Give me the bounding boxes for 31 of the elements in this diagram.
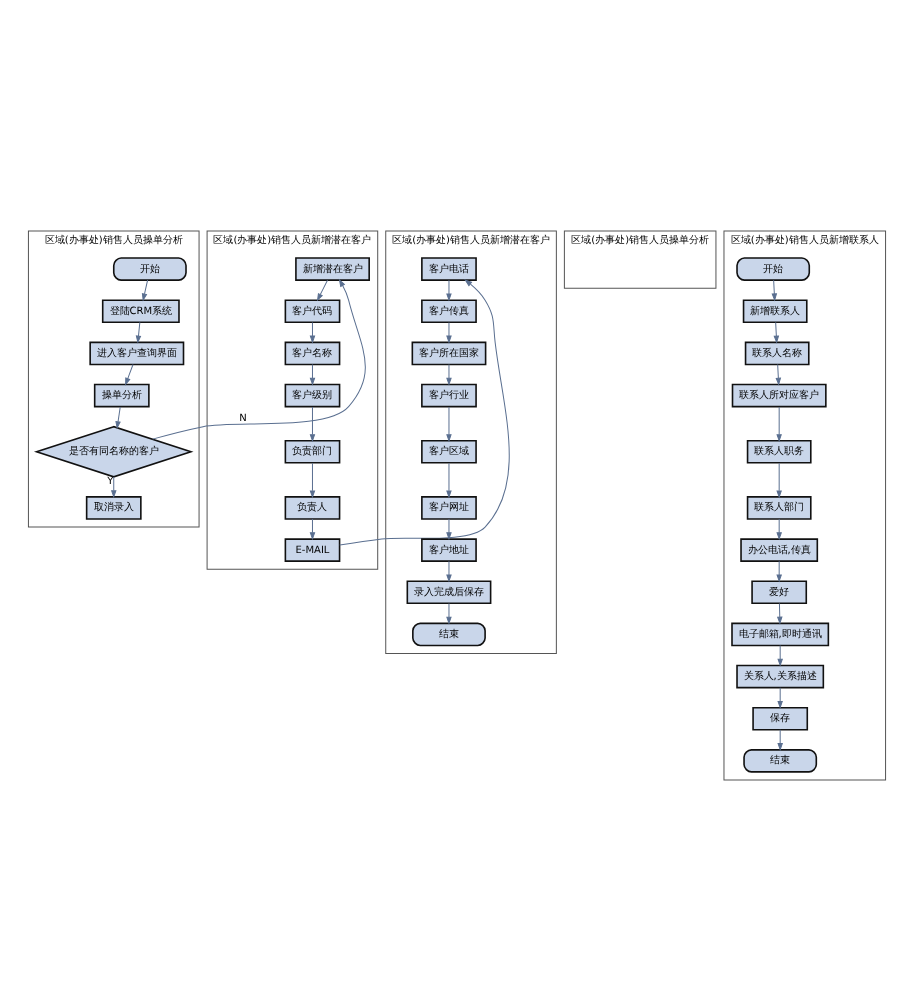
arrow	[777, 687, 783, 708]
arrow	[777, 729, 783, 751]
arrow	[125, 364, 134, 385]
arrow	[446, 364, 452, 385]
arrow	[317, 279, 328, 301]
arrow	[309, 462, 316, 498]
arrow	[446, 518, 452, 540]
arrow	[309, 321, 316, 343]
arrow	[771, 279, 777, 301]
arrow	[115, 406, 121, 429]
arrow	[309, 518, 316, 540]
arrow	[309, 406, 316, 442]
arrow	[446, 406, 452, 442]
arrow	[777, 602, 783, 624]
arrow	[776, 560, 782, 582]
arrow	[446, 462, 452, 498]
arrow	[776, 406, 782, 442]
arrow	[135, 321, 142, 343]
arrow	[141, 279, 149, 301]
arrow	[776, 462, 782, 498]
arrow	[775, 364, 781, 385]
arrow	[446, 279, 452, 301]
arrow	[446, 560, 452, 582]
arrow	[309, 364, 316, 385]
arrow	[773, 321, 779, 343]
arrow	[152, 279, 366, 440]
arrow	[446, 602, 452, 624]
arrow	[776, 518, 782, 540]
arrow	[777, 645, 783, 666]
arrow	[446, 321, 452, 343]
arrow	[339, 279, 510, 546]
